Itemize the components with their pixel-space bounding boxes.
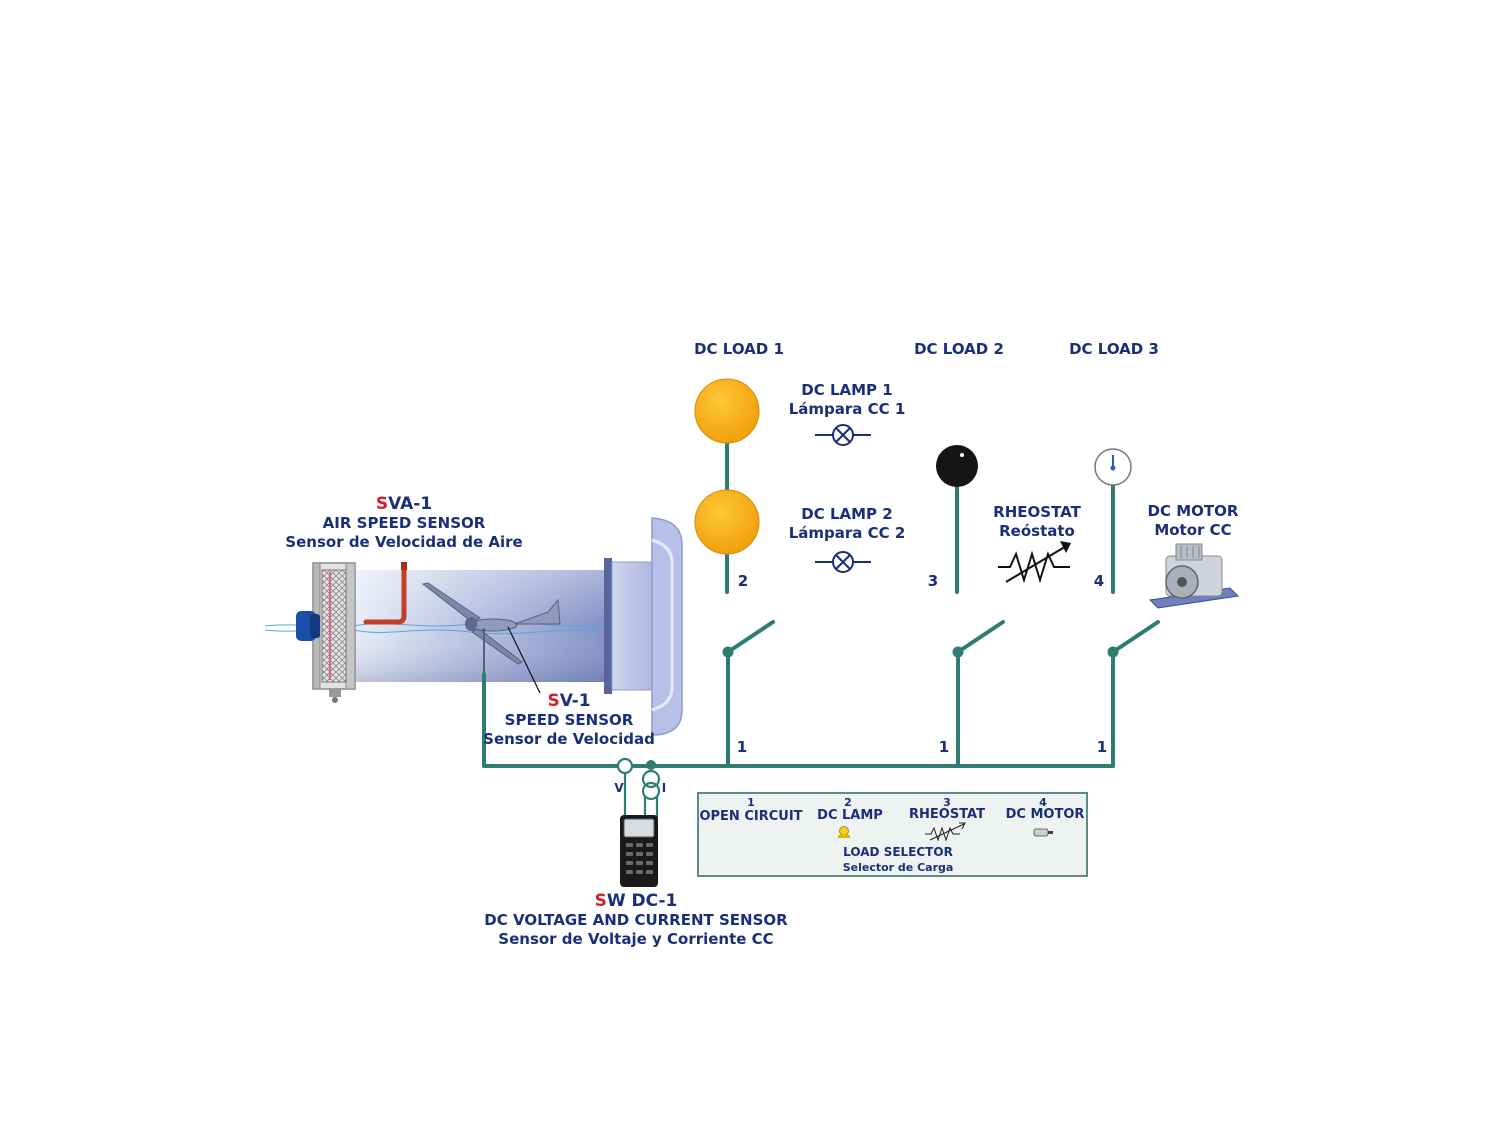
- swdc-title: DC VOLTAGE AND CURRENT SENSOR: [484, 911, 788, 929]
- selector-option-3-num: 3: [943, 796, 951, 809]
- fan-frame-right: [345, 562, 356, 690]
- lamp-symbol-1: [815, 424, 871, 446]
- dc-lamp-2-subtitle: Lámpara CC 2: [789, 524, 906, 542]
- common-label-1a: 1: [737, 738, 747, 756]
- turbine-blade-upper: [421, 582, 481, 623]
- mini-motor-icon: [1033, 828, 1053, 837]
- dc-load-3-heading: DC LOAD 3: [1069, 340, 1159, 358]
- motor-switch-pointer-tip: [1110, 465, 1116, 471]
- load-column-1: [694, 378, 775, 768]
- position-label-4: 4: [1094, 572, 1104, 590]
- rheostat-title: RHEOSTAT: [993, 503, 1081, 521]
- dc-lamp-1-title: DC LAMP 1: [801, 381, 892, 399]
- dc-load-2-heading: DC LOAD 2: [914, 340, 1004, 358]
- selector-option-2-num: 2: [844, 796, 852, 809]
- common-bus: [482, 672, 1115, 818]
- fan-motor-cap: [310, 614, 320, 638]
- switch1-blade: [726, 620, 775, 654]
- common-label-1c: 1: [1097, 738, 1107, 756]
- voltage-tap-ring: [616, 757, 634, 775]
- rheostat-knob-dot: [960, 453, 964, 457]
- dc-motor-title: DC MOTOR: [1148, 502, 1239, 520]
- fan-foot: [329, 689, 341, 697]
- selector-subtitle: Selector de Carga: [843, 861, 954, 874]
- swdc-subtitle: Sensor de Voltaje y Corriente CC: [498, 930, 773, 948]
- motor-shaft: [1177, 577, 1187, 587]
- load-column-2: [936, 445, 1005, 768]
- fan-foot-bolt: [332, 697, 338, 703]
- dc-lamp-1: [694, 378, 760, 444]
- dc-lamp-2-title: DC LAMP 2: [801, 505, 892, 523]
- meter-v-label: V: [614, 781, 624, 795]
- air-speed-sensor-fan: [296, 562, 407, 703]
- selector-option-4-label: DC MOTOR: [1006, 807, 1085, 822]
- common-label-1b: 1: [939, 738, 949, 756]
- current-clamp-ring-lower: [641, 781, 661, 801]
- selector-option-3-label: RHEOSTAT: [909, 807, 985, 822]
- motor-fins: [1175, 543, 1203, 561]
- selector-title: LOAD SELECTOR: [843, 845, 953, 859]
- turbine-tail: [514, 598, 561, 625]
- rheostat-knob: [936, 445, 978, 487]
- switch3-blade: [1111, 620, 1160, 654]
- sv-code: SV-1: [547, 691, 590, 711]
- swdc-code: SW DC-1: [595, 891, 678, 911]
- sva-title: AIR SPEED SENSOR: [323, 514, 486, 532]
- diffuser-bell: [651, 517, 683, 736]
- selector-option-4-num: 4: [1039, 796, 1047, 809]
- diffuser-edge: [651, 538, 674, 712]
- position-label-2: 2: [738, 572, 748, 590]
- switch2-blade: [956, 620, 1005, 654]
- mini-rheostat-icon: [925, 822, 966, 842]
- meter-keypad: [626, 843, 653, 874]
- dc-motor-illustration: [1148, 543, 1240, 609]
- position-label-3: 3: [928, 572, 938, 590]
- rheostat-symbol: [998, 541, 1071, 584]
- load-selector-panel: 1 OPEN CIRCUIT 2 DC LAMP 3 RHEOSTAT 4 DC…: [697, 792, 1088, 877]
- sva-code: SVA-1: [376, 494, 432, 514]
- selector-option-1-label: OPEN CIRCUIT: [699, 809, 802, 824]
- selector-option-2-label: DC LAMP: [817, 808, 883, 823]
- sva-subtitle: Sensor de Velocidad de Aire: [285, 533, 522, 551]
- selector-option-1-num: 1: [747, 796, 755, 809]
- meter-display: [623, 818, 655, 838]
- meter-i-label: I: [662, 781, 666, 795]
- sv-title: SPEED SENSOR: [505, 711, 634, 729]
- air-speed-probe: [363, 565, 407, 625]
- current-clamp-ring: [641, 769, 661, 789]
- dc-meter-device: V I: [614, 781, 666, 887]
- sv-subtitle: Sensor de Velocidad: [483, 730, 655, 748]
- wind-turbine: [421, 582, 561, 694]
- turbine-hub: [465, 617, 477, 631]
- diffuser-body: [611, 561, 657, 691]
- tunnel-flange: [604, 558, 612, 694]
- dc-load-1-heading: DC LOAD 1: [694, 340, 784, 358]
- selector-panel-frame: [697, 792, 1088, 877]
- dc-motor-subtitle: Motor CC: [1154, 521, 1231, 539]
- mini-lamp-icon: [838, 826, 850, 838]
- load-column-3: [1094, 448, 1160, 768]
- sv-leader-line: [507, 626, 541, 694]
- dc-lamp-1-subtitle: Lámpara CC 1: [789, 400, 906, 418]
- lamp-symbol-2: [815, 551, 871, 573]
- dc-lamp-2: [694, 489, 760, 555]
- rheostat-subtitle: Reóstato: [999, 522, 1075, 540]
- fan-mesh: [321, 569, 347, 683]
- current-tap-node: [646, 760, 656, 770]
